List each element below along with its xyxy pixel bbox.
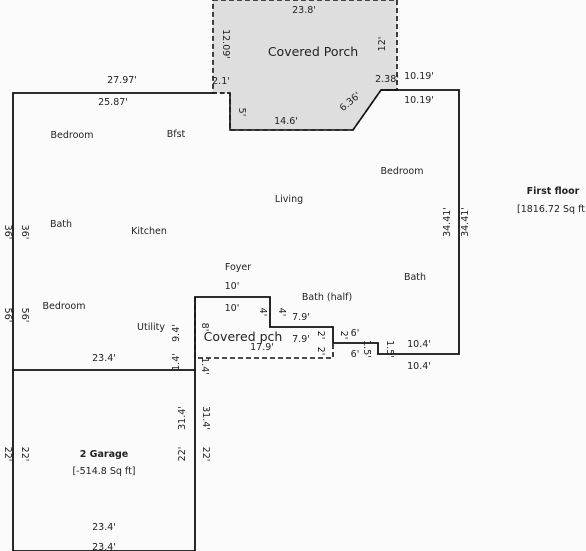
dim-notch-v-in: 1.5' [361, 340, 372, 358]
dim-notch-h-out: 6' [351, 328, 360, 339]
dim-pch-left-in: 8' [199, 323, 210, 332]
dim-pch-bottom: 17.9' [250, 342, 274, 353]
dim-pch-top: 10' [225, 281, 240, 292]
dim-porch-top: 23.8' [292, 5, 316, 16]
dim-util-jog-in: 1.4' [199, 357, 210, 375]
dim-porch-bottom: 14.6' [274, 116, 298, 127]
dim-garage-right-in: 31.4' [177, 406, 188, 430]
dim-garage-bottom-in: 23.4' [92, 522, 116, 533]
dim-pch-right-in: 2' [315, 331, 326, 340]
room-foyer: Foyer [225, 262, 251, 273]
dim-porch-notch-left: 2.1' [212, 76, 230, 87]
room-bath-half: Bath (half) [302, 292, 352, 303]
dim-house-top-outer: 27.97' [107, 75, 137, 86]
dim-ne-top-outer: 10.19' [404, 71, 434, 82]
room-living: Living [275, 194, 303, 205]
dim-garage-left-in: 22' [19, 447, 30, 462]
room-kitchen: Kitchen [131, 226, 167, 237]
room-bedroom-ne: Bedroom [381, 166, 424, 177]
dim-util-jog-out: 1.4' [171, 353, 182, 371]
garage-outline [12, 370, 196, 551]
dim-notch-v-out: 1.5' [384, 340, 395, 358]
floor-area: [1816.72 Sq ft [517, 204, 585, 215]
room-covered-porch: Covered Porch [268, 44, 358, 59]
floor-title: First floor [527, 186, 580, 197]
room-bedroom-nw: Bedroom [51, 130, 94, 141]
house-outline [12, 89, 460, 371]
room-bedroom-sw: Bedroom [43, 301, 86, 312]
garage-title: 2 Garage [80, 449, 128, 460]
dim-right-outer: 34.41' [460, 207, 471, 237]
dim-notch-h-in: 6' [351, 349, 360, 360]
dim-porch-inner-left: 5' [236, 108, 247, 117]
dim-garage-left-out: 22' [2, 447, 13, 462]
dim-garage-right-low-out: 22' [200, 447, 211, 462]
room-covered-pch: Covered pch [204, 329, 283, 344]
dim-garage-right-low-in: 22' [177, 447, 188, 462]
room-bfst: Bfst [167, 129, 186, 140]
dim-ne-top-inner: 10.19' [404, 95, 434, 106]
dim-house-top-inner: 25.87' [98, 97, 128, 108]
dim-pch-top-inner: 10' [225, 303, 240, 314]
dim-left-mid-inner: 56' [19, 308, 30, 323]
dim-util-bottom: 23.4' [92, 353, 116, 364]
room-utility: Utility [137, 322, 165, 333]
garage-area: [-514.8 Sq ft] [72, 466, 135, 477]
dim-garage-right-out: 31.4' [200, 406, 211, 430]
dim-pch-left-out: 9.4' [171, 324, 182, 342]
dim-right-inner: 34.41' [442, 207, 453, 237]
dim-pch-bottom-in: 2' [315, 347, 326, 356]
dim-porch-notch-right: 2.38' [375, 74, 399, 85]
dim-porch-right: 12' [377, 37, 388, 52]
dim-se-bottom-in: 10.4' [407, 339, 431, 350]
room-bath-w: Bath [50, 219, 72, 230]
dim-pch-step-h-in: 7.9' [292, 334, 310, 345]
dim-left-upper-inner: 36' [19, 225, 30, 240]
dim-pch-right-out: 2' [338, 331, 349, 340]
dim-left-mid-outer: 56' [2, 308, 13, 323]
dim-left-upper-outer: 36' [2, 225, 13, 240]
dim-pch-step-v: 4' [276, 308, 287, 317]
covered-pch-shape [194, 297, 334, 359]
dim-se-bottom-out: 10.4' [407, 361, 431, 372]
dim-pch-step-h: 7.9' [292, 312, 310, 323]
dim-garage-bottom-out: 23.4' [92, 542, 116, 551]
dim-porch-left: 12.09' [220, 29, 231, 59]
room-bath-e: Bath [404, 272, 426, 283]
dim-pch-step-v-in: 4' [257, 308, 268, 317]
